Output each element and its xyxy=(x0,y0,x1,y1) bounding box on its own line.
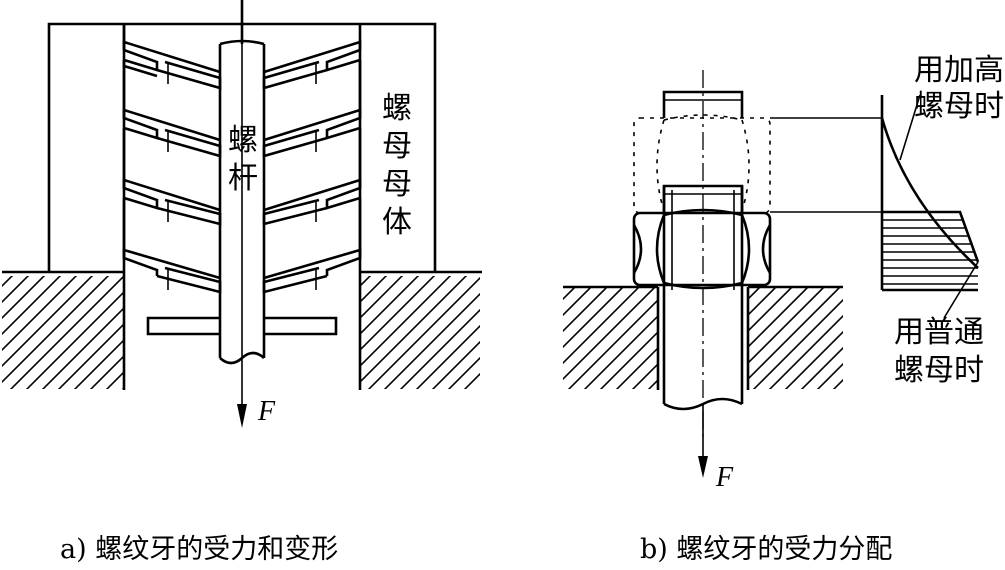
hatch-line xyxy=(25,291,123,389)
nut-thread-left xyxy=(122,24,159,276)
nut-body-label-2: 母 xyxy=(382,129,412,164)
hatch-line xyxy=(748,287,777,317)
nut-thread-right xyxy=(325,48,362,276)
hatch-line xyxy=(599,330,658,389)
hatch-line xyxy=(73,339,123,389)
hatch-line xyxy=(2,276,46,320)
nut-body-label-3: 母 xyxy=(382,167,412,202)
force-arrow-a xyxy=(237,0,247,428)
hatch-line xyxy=(2,276,62,336)
force-label-b: F xyxy=(715,462,734,493)
hatch-line xyxy=(360,276,372,288)
hatch-line xyxy=(2,276,78,352)
hatch-line xyxy=(2,276,94,368)
hatch-line xyxy=(2,276,30,304)
hatch-line xyxy=(2,276,110,384)
panel-a: 螺 杆 螺 母 母 体 F a) 螺纹牙的受力和变形 xyxy=(2,0,482,565)
hatch-line xyxy=(748,287,825,365)
hatch-line xyxy=(816,362,843,389)
hatch-line xyxy=(768,314,843,389)
high-nut-label-2: 螺母时 xyxy=(914,89,1004,124)
hatch-line xyxy=(615,346,658,389)
hatch-line xyxy=(360,276,452,368)
bolt-thread-left xyxy=(122,40,222,294)
hatch-line xyxy=(563,287,624,349)
hatch-line xyxy=(748,287,761,301)
caption-a: a) 螺纹牙的受力和变形 xyxy=(60,534,338,565)
hatch-line xyxy=(752,298,843,389)
hatch-line xyxy=(447,356,480,389)
bolt-thread-right xyxy=(262,40,362,294)
hatch-line xyxy=(563,287,608,333)
hatch-line xyxy=(563,287,640,365)
washer-plate xyxy=(146,316,338,336)
hatch-line xyxy=(234,274,350,390)
hatch-line xyxy=(463,372,480,389)
hatch-line xyxy=(631,362,658,389)
hatch-line xyxy=(784,330,843,389)
hatch-line xyxy=(360,276,420,336)
nut-body-label-1: 螺 xyxy=(382,91,412,126)
hatch-line xyxy=(563,287,592,317)
hatch-line xyxy=(383,292,480,389)
bolt-label-1: 螺 xyxy=(228,123,258,158)
panel-b: 用加高 螺母时 用普通 螺母时 F b) 螺纹牙的受力分配 xyxy=(563,53,1004,565)
bolt-top xyxy=(662,90,744,118)
hatch-line xyxy=(218,274,334,390)
bolt-label-2: 杆 xyxy=(228,161,258,196)
hatch-line xyxy=(583,314,658,389)
hatch-line xyxy=(57,323,123,389)
force-arrow-b xyxy=(698,404,708,478)
hatch-line xyxy=(41,307,123,389)
hatch-line xyxy=(154,274,270,390)
hatch-line xyxy=(563,287,656,381)
hatch-line xyxy=(240,274,356,390)
hatch-line xyxy=(748,287,793,333)
hatch-line xyxy=(360,276,468,384)
hatch-line xyxy=(360,276,404,320)
nut-body-label-4: 体 xyxy=(382,205,412,240)
hatch-line xyxy=(360,276,436,352)
load-distribution-graph xyxy=(880,94,980,319)
hatch-line xyxy=(800,346,843,389)
hatch-line xyxy=(415,324,480,389)
hatch-line xyxy=(748,287,841,381)
hatch-line xyxy=(360,276,388,304)
normal-nut-label-2: 螺母时 xyxy=(894,353,984,388)
hatch-line xyxy=(138,274,254,390)
hatch-line xyxy=(186,274,302,390)
hatch-line xyxy=(367,276,480,389)
normal-nut-label-1: 用普通 xyxy=(894,315,984,350)
high-nut xyxy=(633,114,771,214)
bolt-shank-b xyxy=(662,186,744,411)
hatch-line xyxy=(9,276,123,389)
high-nut-label-1: 用加高 xyxy=(914,53,1004,88)
hatch-line xyxy=(567,298,658,389)
normal-nut xyxy=(632,208,772,290)
hatch-line xyxy=(89,355,123,389)
hatch-line xyxy=(748,287,809,349)
ground-block-b xyxy=(563,285,843,390)
caption-b: b) 螺纹牙的受力分配 xyxy=(640,534,892,565)
hatch-line xyxy=(399,308,480,389)
force-label-a: F xyxy=(257,396,276,427)
ground-block-left xyxy=(2,270,350,390)
hatch-line xyxy=(431,340,480,389)
ground-block-right xyxy=(240,270,482,390)
hatch-line xyxy=(563,287,576,301)
